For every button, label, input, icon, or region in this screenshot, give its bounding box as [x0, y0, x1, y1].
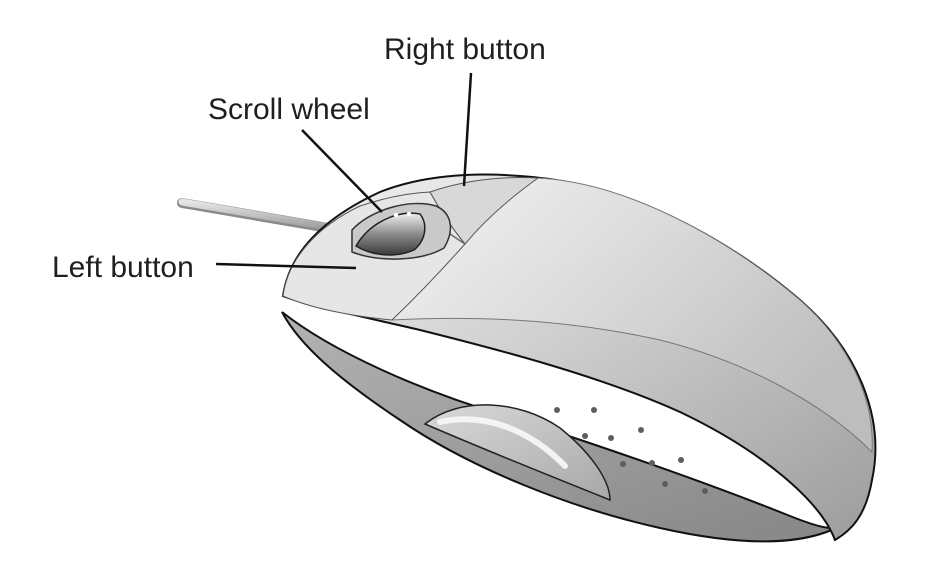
side-grip	[423, 404, 611, 502]
scroll-wheel-leader	[301, 129, 383, 213]
grip-dots	[554, 407, 708, 494]
scroll-wheel-assembly	[351, 202, 452, 260]
right-button-leader	[462, 72, 473, 187]
scroll-wheel-label: Scroll wheel	[208, 93, 370, 126]
scroll-wheel	[354, 212, 426, 256]
right-button-label: Right button	[384, 33, 546, 66]
left-button-leader	[215, 262, 357, 270]
left-button-label: Left button	[52, 251, 194, 284]
mouse-cord	[177, 198, 345, 235]
